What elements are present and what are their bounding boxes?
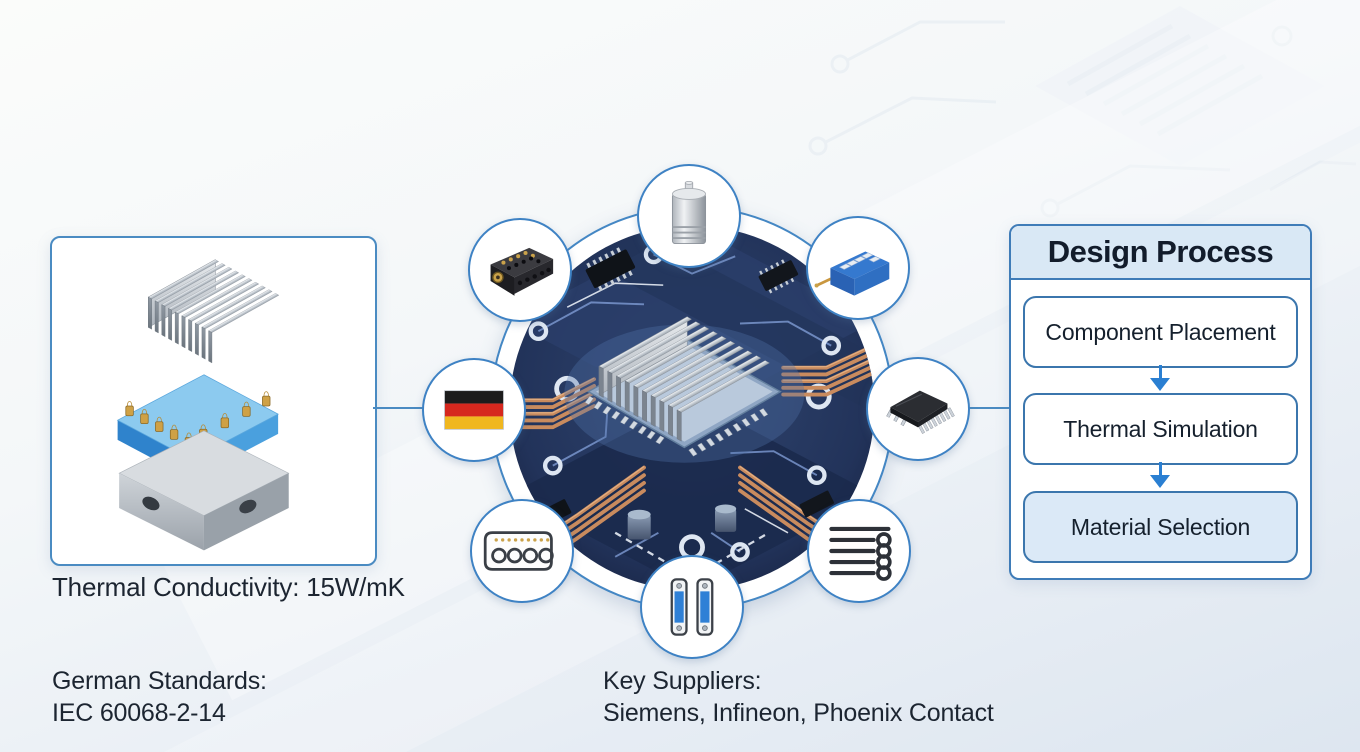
parts-list-icon [829,526,892,581]
background-circuit-ghost [808,6,1357,218]
key-suppliers-value: Siemens, Infineon, Phoenix Contact [603,699,994,727]
exploded-heatsink-illustration [116,259,290,551]
key-suppliers-label: Key Suppliers: [603,667,762,695]
design-process-header: Design Process [1011,226,1310,280]
smd-ic-chip-icon [886,390,955,434]
design-process-panel: Design Process Component Placement Therm… [1009,224,1312,580]
step-thermal-simulation: Thermal Simulation [1023,393,1298,465]
connector-line-right [964,407,1009,409]
hub-icon-fuse-terminals [640,555,744,659]
electrolytic-capacitor-icon [671,181,707,245]
central-chip-heatsink [564,316,805,463]
key-suppliers-note: Key Suppliers: Siemens, Infineon, Phoeni… [603,665,994,729]
flow-arrow-down-icon [1146,462,1174,490]
flow-arrow-down-icon [1146,365,1174,393]
design-process-title: Design Process [1047,234,1274,269]
metal-base-block [118,430,290,551]
step-component-placement: Component Placement [1023,296,1298,368]
hub-icon-parts-list [807,499,911,603]
heatsink-assembly-panel [50,236,377,566]
board-capacitors [627,504,737,540]
german-flag-icon [444,390,504,430]
thermal-conductivity-caption: Thermal Conductivity: 15W/mK [52,572,405,602]
hub-icon-electrolytic-capacitor [637,164,741,268]
step-material-selection: Material Selection [1023,491,1298,563]
connector-line-left [373,407,424,409]
hub-icon-german-flag [422,358,526,462]
german-standards-note: German Standards: IEC 60068-2-14 [52,665,267,729]
fuse-terminals-icon [670,578,714,636]
hub-icon-smd-ic-chip [866,357,970,461]
hub-icon-socket-connector [470,499,574,603]
hub-icon-pin-header-connector [468,218,572,322]
socket-connector-icon [483,531,554,571]
finned-heatsink [148,259,280,364]
pin-header-connector-icon [490,247,554,296]
hub-icon-dip-switch [806,216,910,320]
smd-components [534,247,835,529]
dip-switch-icon [814,251,890,296]
german-standards-value: IEC 60068-2-14 [52,699,226,727]
german-standards-label: German Standards: [52,667,267,695]
